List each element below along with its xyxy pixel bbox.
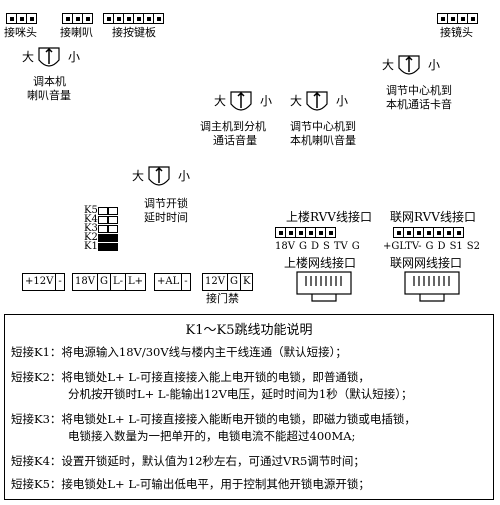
description-k3-a: 短接K3：将电锁处L+ L-可接直接接入能断电开锁的电锁，即磁力锁或电插锁， — [11, 412, 416, 426]
description-k4: 短接K4：设置开锁延时，默认值为12秒左右，可通过VR5调节时间； — [11, 454, 365, 468]
jumper-description-panel: K1～K5跳线功能说明 短接K1：将电源输入18V/30V线与楼内主干线连通（默… — [4, 314, 494, 500]
pot-host-to-ext-label-2: 通话音量 — [213, 134, 257, 147]
power-terminal-pin-2: - — [58, 276, 62, 287]
lock-terminal-pin-1: 18V — [73, 274, 98, 290]
pot-small-label: 小 — [67, 50, 80, 64]
description-k5: 短接K5：接电锁处L+ L-可输出低电平，用于控制其他开锁电源开锁； — [11, 477, 370, 491]
pot-speaker-volume-label-1: 调本机 — [33, 75, 66, 88]
rvv-upper-pins: 18V G D S TV G — [275, 241, 360, 252]
keypad-connector-label: 接按键板 — [112, 26, 156, 39]
description-k1: 短接K1：将电源输入18V/30V线与楼内主干线连通（默认短接）； — [11, 345, 347, 359]
rvv-upper-pin-1: 18V — [275, 241, 295, 252]
pot-host-to-ext[interactable]: 大 小 — [214, 90, 294, 130]
rvv-upper-pin-4: S — [322, 241, 330, 252]
pot-unlock-delay-label-2: 延时时间 — [144, 211, 188, 224]
rvv-net-pin-3: D — [437, 241, 446, 252]
potentiometer-icon — [148, 166, 170, 186]
pot-unlock-delay-label-1: 调节开锁 — [144, 197, 188, 210]
lock-terminal-pin-4: L+ — [127, 276, 144, 287]
camera-connector — [437, 13, 478, 24]
potentiometer-icon — [398, 55, 420, 75]
pot-unlock-delay[interactable]: 大 小 — [132, 165, 212, 205]
rvv-upper-title: 上楼RVV线接口 — [286, 210, 372, 224]
jumper-k3[interactable] — [98, 224, 108, 233]
jumper-label-k3: K3 — [84, 222, 98, 234]
potentiometer-icon — [306, 91, 328, 111]
pot-speaker-volume-label-2: 喇叭音量 — [27, 89, 71, 102]
jumper-label-k1: K1 — [84, 240, 98, 252]
pot-center-to-local-speaker[interactable]: 大 小 — [290, 90, 370, 130]
rvv-net-connector — [393, 227, 464, 238]
pot-center-to-local-lag-label-2: 本机通话卡音 — [386, 98, 452, 111]
pot-center-to-local-speaker-label-2: 本机喇叭音量 — [290, 134, 356, 147]
keypad-connector — [103, 13, 164, 24]
rvv-net-pin-2: G — [425, 241, 434, 252]
rvv-net-pins: +GLTV- G D S1 S2 — [383, 241, 480, 252]
mic-connector-label: 接咪头 — [4, 26, 37, 39]
power-terminal: +12V - — [22, 273, 65, 291]
speaker-connector — [62, 13, 93, 24]
rvv-upper-net-label: 上楼网线接口 — [284, 256, 357, 270]
pot-center-to-local-speaker-label-1: 调节中心机到 — [290, 120, 356, 133]
jumper-block: K5 K4 K3 K2 K1 — [84, 204, 118, 252]
mic-connector — [6, 13, 37, 24]
alarm-terminal-pin-2: - — [184, 276, 188, 287]
alarm-terminal-pin-1: +AL — [155, 274, 183, 290]
description-k3-b: 电锁接入数量为一把单开的，电锁电流不能超过400MA; — [68, 429, 356, 443]
rvv-net-pin-1: +GLTV- — [383, 241, 422, 252]
rvv-upper-connector — [275, 227, 336, 238]
lock-terminal-pin-2: G — [98, 274, 111, 290]
door-terminal-label: 接门禁 — [206, 292, 239, 305]
rvv-net-net-label: 联网网线接口 — [390, 256, 463, 270]
rvv-net-title: 联网RVV线接口 — [390, 210, 476, 224]
rvv-net-pin-5: S2 — [466, 241, 481, 252]
pot-host-to-ext-label-1: 调主机到分机 — [200, 120, 266, 133]
description-title: K1～K5跳线功能说明 — [185, 323, 313, 338]
camera-connector-label: 接镜头 — [440, 26, 473, 39]
potentiometer-icon — [38, 47, 60, 67]
pot-speaker-volume[interactable]: 大 小 — [22, 46, 102, 86]
jumper-label-k2: K2 — [84, 231, 98, 243]
potentiometer-icon — [230, 91, 252, 111]
pot-big-label: 大 — [22, 50, 35, 64]
power-terminal-pin-1: +12V — [23, 274, 57, 290]
speaker-connector-label: 接喇叭 — [60, 26, 93, 39]
rvv-upper-pin-3: D — [310, 241, 319, 252]
alarm-terminal: +AL - — [154, 273, 191, 291]
door-terminal-pin-1: 12V — [203, 274, 228, 290]
pot-center-to-local-lag[interactable]: 大 小 — [382, 54, 462, 94]
jumper-k2[interactable] — [98, 233, 108, 242]
door-terminal: 12V G K — [202, 273, 254, 291]
lock-terminal: 18V G L- L+ — [72, 273, 147, 291]
jumper-k5[interactable] — [98, 206, 108, 215]
rvv-upper-pin-6: G — [351, 241, 360, 252]
door-terminal-pin-2: G — [228, 274, 241, 290]
jumper-k1[interactable] — [98, 242, 108, 251]
rvv-net-pin-4: S1 — [449, 241, 463, 252]
door-terminal-pin-3: K — [242, 276, 251, 287]
jumper-k4[interactable] — [98, 215, 108, 224]
rj45-net-icon — [404, 271, 460, 302]
rvv-upper-pin-2: G — [298, 241, 307, 252]
jumper-label-k5: K5 — [84, 204, 98, 216]
rvv-upper-pin-5: TV — [333, 241, 348, 252]
description-k2-a: 短接K2：将电锁处L+ L-可接直接接入能上电开锁的电锁，即普通锁， — [11, 370, 370, 384]
description-k2-b: 分机按开锁时L+ L-能输出12V电压，延时时间为1秒（默认短接）； — [68, 387, 413, 401]
lock-terminal-pin-3: L- — [111, 274, 126, 290]
rj45-upper-icon — [296, 271, 352, 302]
jumper-label-k4: K4 — [84, 213, 98, 225]
pot-center-to-local-lag-label-1: 调节中心机到 — [386, 84, 452, 97]
